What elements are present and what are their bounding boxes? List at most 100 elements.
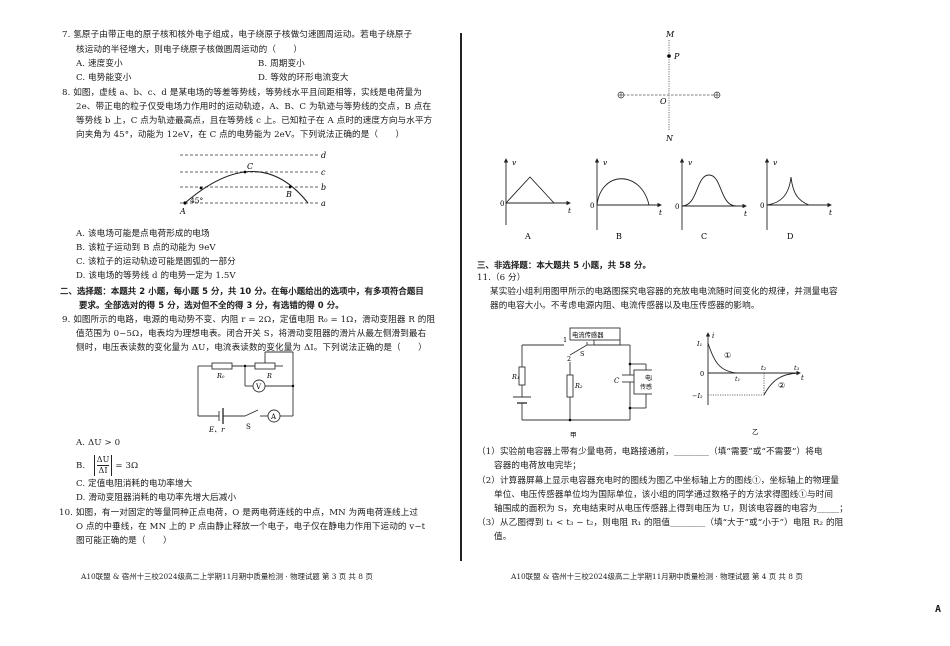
q9-option-c: C. 定值电阻消耗的电功率增大 <box>76 479 193 489</box>
q8-option-a: A. 该电场可能是点电荷形成的电场 <box>76 229 210 239</box>
label-d: d <box>321 151 326 160</box>
label-p: P <box>673 52 680 61</box>
point-p <box>667 54 671 58</box>
switch-label: S <box>246 423 251 431</box>
section2-heading-line1: 二、选择题：本题共 2 小题，每小题 5 分，共 10 分。在每小题给出的选项中… <box>60 286 424 296</box>
q10-vt-graphs: v 0 t A v 0 t B v 0 t C <box>500 158 833 241</box>
voltage-sensor-label-2: 传感器 <box>640 383 652 391</box>
svg-text:0: 0 <box>700 370 704 378</box>
q7-stem-line2: 核运动的半径增大，则电子绕原子核做圆周运动的（ ） <box>76 45 303 55</box>
t1-label: t₁ <box>735 375 740 383</box>
svg-text:t: t <box>659 208 663 217</box>
trajectory-curve <box>184 171 309 204</box>
graph-d-label: D <box>787 232 793 241</box>
graph-c-label: C <box>701 232 707 241</box>
q11-header: 11.（6 分） <box>477 273 526 283</box>
q9-option-b: B. ΔU ΔI = 3Ω <box>76 455 138 476</box>
point-c-label: C <box>247 162 253 171</box>
q11-sub1-line1: （1）实验前电容器上带有少量电荷，电路接通前，________（填“需要”或“不… <box>477 447 823 457</box>
label-o: O <box>660 97 667 106</box>
q8-equipotential-figure: d c b a A B C 45° <box>179 151 326 215</box>
q11-stem-line1: 某实验小组利用图甲所示的电路图探究电容器的充放电电流随时间变化的规律，并测量电容 <box>490 287 838 297</box>
page-divider <box>460 33 462 561</box>
q9-stem-line1: 9. 如图所示的电路，电源的电动势不变、内阻 r = 2Ω，定值电阻 R₀ = … <box>62 315 436 325</box>
q7-option-a: A. 速度变小 <box>76 59 123 69</box>
exam-page-4: M P O N v 0 t A v 0 t B <box>461 0 950 646</box>
graph-b-label: B <box>616 232 622 241</box>
svg-text:v: v <box>603 158 608 167</box>
q11-circuit-jia: 电流传感器 电压 传感器 R₁ R₂ C S 1 2 甲 <box>512 327 652 439</box>
q11-sub3-line1: （3）从乙图得到 t₁ < t₃ − t₂，则电阻 R₁ 的阻值________… <box>477 518 844 528</box>
ammeter-symbol: A <box>270 413 277 421</box>
r2-label: R₂ <box>574 382 583 390</box>
q10-stem-line3: 图可能正确的是（ ） <box>76 536 172 546</box>
q8-stem-line3: 等势线 b 上，C 点为轨迹最高点，且在等势线 c 上。已知粒子在 A 点时的速… <box>76 116 433 126</box>
q7-option-d: D. 等效的环形电流变大 <box>258 73 349 83</box>
q9-option-b-prefix: B. <box>76 461 86 471</box>
q11-sub2-line2: 单位、电压传感器单位均为国际单位，该小组的同学通过数格子的方法求得图线①与时间 <box>494 490 834 500</box>
t3-label: t₃ <box>794 364 800 372</box>
q11-it-graph-yi: i t I₁ −I₂ 0 t₁ t₂ t₃ ① ② 乙 <box>692 332 804 436</box>
svg-text:v: v <box>688 158 693 167</box>
svg-text:t: t <box>829 208 833 217</box>
figure-jia-caption: 甲 <box>570 431 577 439</box>
page-4-footer: A10联盟 & 宿州十三校2024级高二上学期11月期中质量检测 · 物理试题 … <box>511 572 803 581</box>
svg-text:t: t <box>801 374 804 382</box>
graph-a-label: A <box>524 232 531 241</box>
svg-text:0: 0 <box>760 202 764 210</box>
q9-option-b-fraction: ΔU ΔI <box>93 455 113 476</box>
point-b-label: B <box>285 190 292 199</box>
q9-stem-line3: 侧时，电压表读数的变化量为 ΔU，电流表读数的变化量为 ΔI。下列说法正确的是（… <box>76 343 427 353</box>
curve-1-label: ① <box>724 351 731 360</box>
curve-2-label: ② <box>778 381 785 390</box>
svg-text:0: 0 <box>590 202 594 210</box>
section2-heading-line2: 要求。全部选对的得 5 分，选对但不全的得 3 分，有选错的得 0 分。 <box>79 300 344 310</box>
voltage-sensor-label-1: 电压 <box>645 374 652 382</box>
q10-stem-line1: 10. 如图，有一对固定的等量同种正点电荷，O 是两电荷连线的中点，MN 为两电… <box>59 508 419 518</box>
q11-sub2-line3: 轴围成的面积为 S，充电结束时从电压传感器上得到电压为 U，则该电容器的电容为_… <box>494 504 848 514</box>
q11-stem-line2: 器的电容大小。不考虑电源内阻、电流传感器以及电压传感器的影响。 <box>490 301 760 311</box>
capacitor-label: C <box>614 377 620 385</box>
svg-text:0: 0 <box>675 203 679 211</box>
page-3-footer: A10联盟 & 宿州十三校2024级高二上学期11月期中质量检测 · 物理试题 … <box>81 572 373 581</box>
label-c: c <box>321 168 326 177</box>
corner-mark: A <box>934 604 941 615</box>
i1-label: I₁ <box>696 340 702 348</box>
svg-text:0: 0 <box>500 200 504 208</box>
t2-label: t₂ <box>761 364 767 372</box>
exam-page-3: 7. 氢原子由带正电的原子核和核外电子组成，电子绕原子核做匀速圆周运动。若电子绕… <box>0 0 460 646</box>
q9-circuit-diagram: R₀ R V A E、r S <box>197 351 295 434</box>
q8-option-c: C. 该粒子的运动轨迹可能是圆弧的一部分 <box>76 257 236 267</box>
q11-sub2-line1: （2）计算器屏幕上显示电容器充电时的图线为图乙中坐标轴上方的图线①，坐标轴上的物… <box>477 476 840 486</box>
emf-label: E、r <box>208 426 225 434</box>
q11-sub1-line2: 容器的电荷放电完毕； <box>494 461 581 471</box>
contact-2-label: 2 <box>567 355 571 363</box>
q11-sub3-line2: 值。 <box>494 532 512 542</box>
label-m: M <box>665 30 675 39</box>
q10-stem-line2: O 点的中垂线，在 MN 上的 P 点由静止释放一个电子，电子仅在静电力作用下运… <box>76 522 426 532</box>
switch-s-label: S <box>580 350 584 358</box>
q8-option-d: D. 该电场的等势线 d 的电势一定为 1.5V <box>76 271 236 281</box>
q9-option-d: D. 滑动变阻器消耗的电功率先增大后减小 <box>76 493 237 503</box>
label-a: a <box>321 199 326 208</box>
q8-stem-line4: 向夹角为 45°，动能为 12eV，在 C 点的电势能为 2eV。下列说法正确的… <box>76 130 405 140</box>
vt-graph-c: v 0 t C <box>675 158 748 241</box>
figure-yi-caption: 乙 <box>752 428 759 436</box>
svg-text:v: v <box>512 158 517 167</box>
q7-option-b: B. 周期变小 <box>258 59 305 69</box>
q8-stem-line2: 2e、带正电的粒子仅受电场力作用时的运动轨迹，A、B、C 为轨迹与等势线的交点，… <box>76 102 432 112</box>
q10-charges-figure: M P O N <box>617 30 721 143</box>
voltmeter-symbol: V <box>255 383 262 391</box>
point-a-label: A <box>179 207 186 215</box>
contact-1-label: 1 <box>563 336 567 344</box>
current-sensor-label: 电流传感器 <box>572 330 604 339</box>
svg-text:i: i <box>712 332 714 340</box>
angle-label: 45° <box>190 196 204 205</box>
q9-option-a: A. ΔU > 0 <box>76 438 121 448</box>
vt-graph-d: v 0 t D <box>760 158 833 241</box>
q9-option-b-suffix: = 3Ω <box>115 461 139 471</box>
label-b: b <box>321 183 326 192</box>
q9-stem-line2: 值范围为 0~5Ω，电表均为理想电表。闭合开关 S，将滑动变阻器的滑片从最左侧滑… <box>76 329 427 339</box>
vt-graph-b: v 0 t B <box>590 158 663 241</box>
svg-text:v: v <box>773 158 778 167</box>
